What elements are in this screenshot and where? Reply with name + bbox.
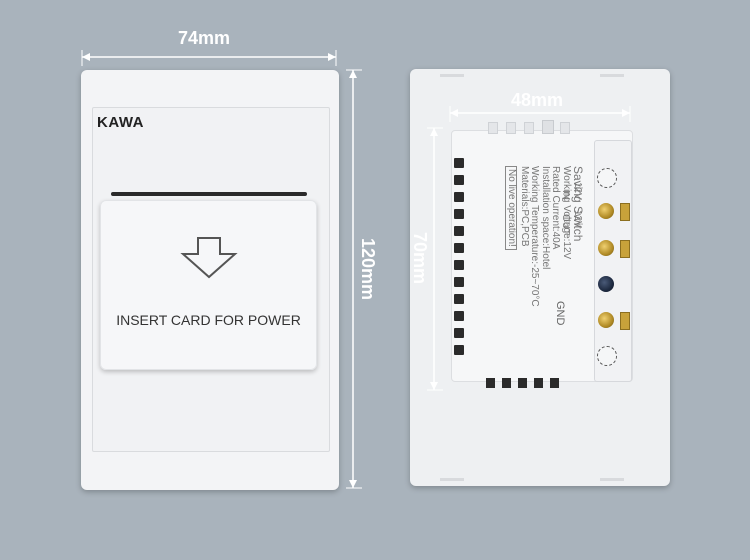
terminal-clamp xyxy=(620,203,630,221)
mount-hole-bottom xyxy=(597,346,617,366)
terminal-screw-gnd xyxy=(598,312,614,328)
warning-badge: No live operation! xyxy=(505,166,518,250)
front-width-dimension-line xyxy=(81,50,337,66)
key-card[interactable] xyxy=(100,200,317,370)
spec-line-title: Saving Switch xyxy=(571,166,585,242)
spec-line-current: Rated Current:40A xyxy=(550,166,562,250)
front-width-label: 74mm xyxy=(178,28,231,48)
terminal-screw-out xyxy=(598,240,614,256)
plate-mark xyxy=(440,74,464,77)
spec-line-material: Materials:PC,PCB xyxy=(519,166,530,247)
back-height-dimension-line xyxy=(427,127,443,391)
spec-line-install: Installation space:Hotel xyxy=(540,166,551,270)
back-width-label: 48mm xyxy=(511,90,564,110)
spec-label: Saving Switch Working Voltage:12V Rated … xyxy=(474,166,585,362)
terminal-clamp xyxy=(620,312,630,330)
vent-fins-bottom xyxy=(486,378,566,390)
back-height-label: 70mm xyxy=(410,232,430,285)
card-slot[interactable] xyxy=(111,192,307,196)
mount-hole-top xyxy=(597,168,617,188)
front-height-dimension-line xyxy=(346,69,362,489)
brand-logo-text: KAWA xyxy=(97,114,144,131)
plate-mark xyxy=(600,74,624,77)
spec-text-block: Saving Switch Working Voltage:12V Rated … xyxy=(474,166,585,362)
vent-fins-left xyxy=(452,158,466,358)
card-instruction-text: INSERT CARD FOR POWER xyxy=(116,312,301,328)
plate-mark xyxy=(440,478,464,481)
plate-mark xyxy=(600,478,624,481)
arrow-down-icon xyxy=(180,237,238,279)
top-tabs xyxy=(488,120,570,134)
terminal-clamp xyxy=(620,240,630,258)
spec-line-temp: Working Temperature:-25~70°C xyxy=(529,166,541,307)
back-width-dimension-line xyxy=(449,106,631,122)
terminal-screw-blank xyxy=(598,276,614,292)
terminal-screw-in xyxy=(598,203,614,219)
spec-line-voltage: Working Voltage:12V xyxy=(561,166,572,260)
front-height-label: 120mm xyxy=(358,238,378,301)
